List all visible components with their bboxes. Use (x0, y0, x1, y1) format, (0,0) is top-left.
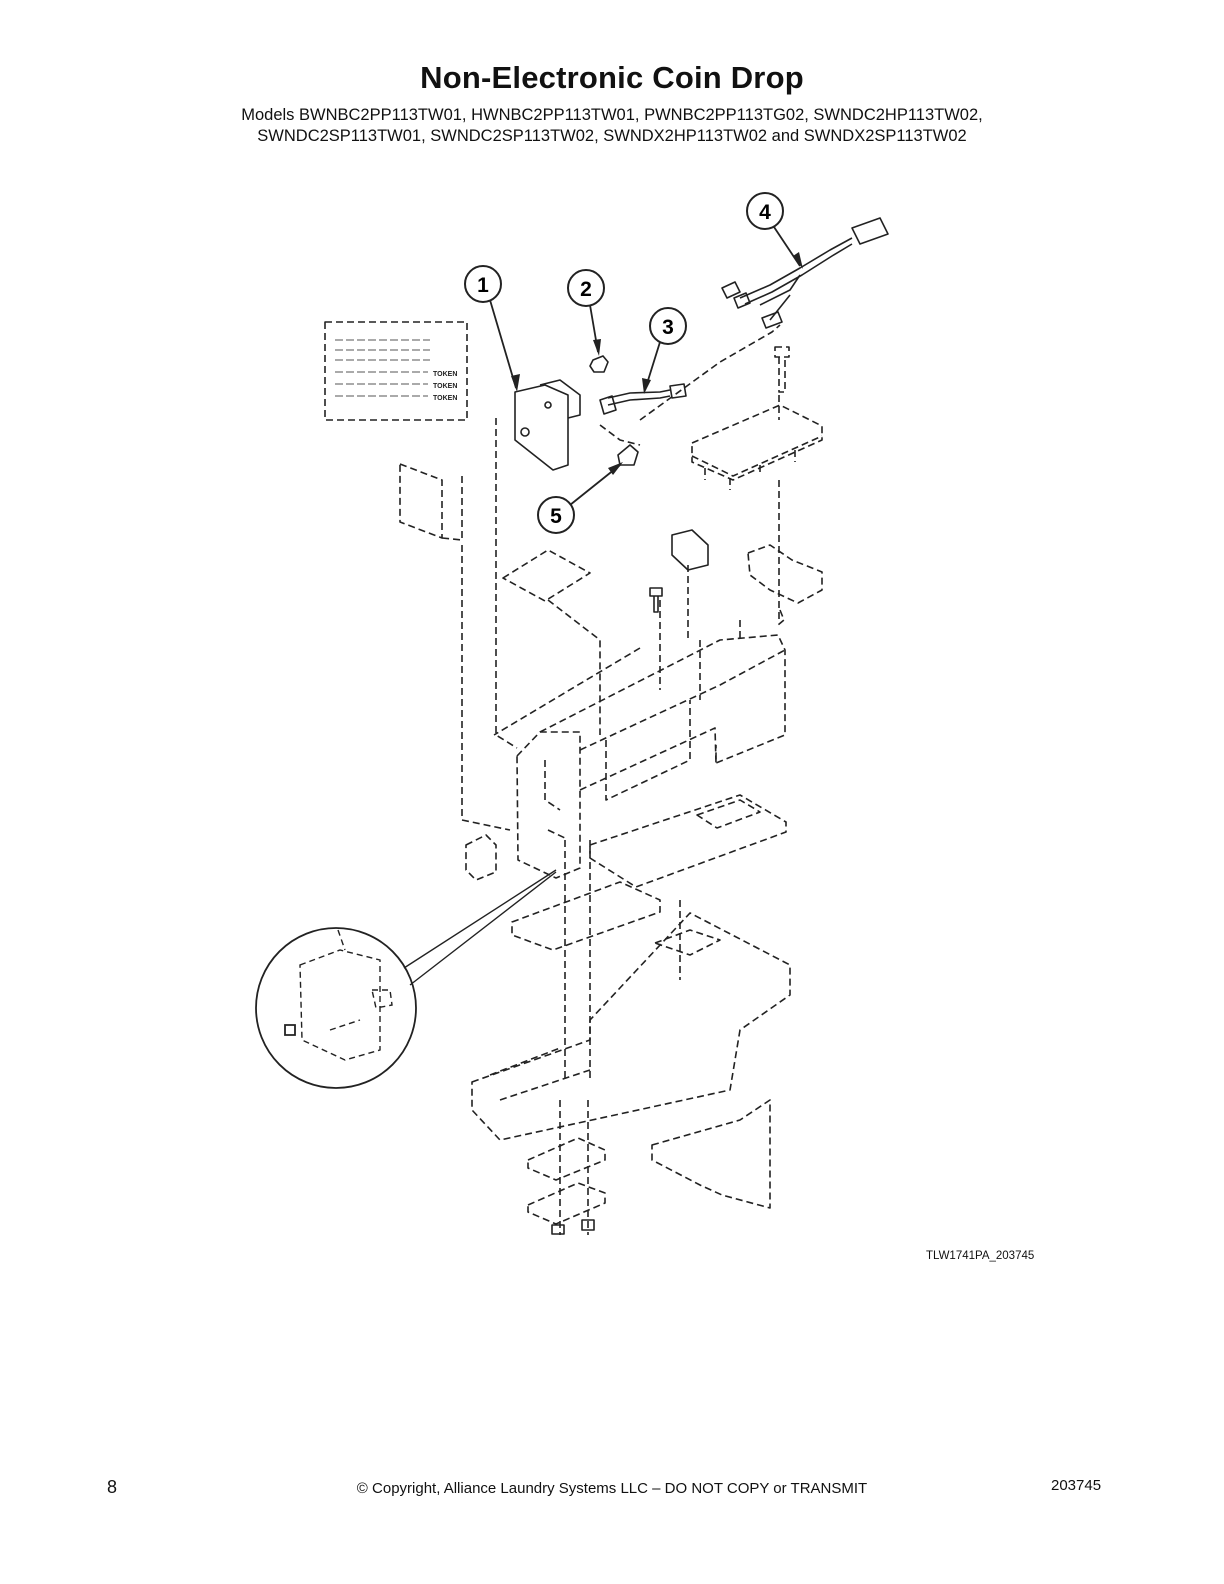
small-plate (502, 549, 591, 602)
page-number: 8 (107, 1477, 118, 1497)
token-label-1: TOKEN (433, 371, 457, 378)
part-4-wire-harness (739, 237, 853, 305)
page-title: Non-Electronic Coin Drop (420, 60, 804, 95)
top-cover-plate (691, 404, 823, 481)
models-list: Models BWNBC2PP113TW01, HWNBC2PP113TW01,… (0, 105, 1224, 147)
models-line-1: Models BWNBC2PP113TW01, HWNBC2PP113TW01,… (241, 106, 983, 124)
top-bolt (774, 346, 790, 393)
token-labels: TOKEN TOKEN TOKEN (433, 371, 457, 402)
lower-front-panel (651, 1099, 771, 1209)
copyright-notice: © Copyright, Alliance Laundry Systems LL… (356, 1480, 868, 1497)
housing-screw (649, 587, 663, 613)
part-5-clip (617, 444, 639, 466)
callout-5-number: 5 (550, 505, 562, 528)
lower-switch (465, 834, 497, 881)
callouts: 1 2 3 4 5 (464, 192, 803, 534)
upper-switch (671, 529, 709, 571)
machine-top-panel (471, 912, 791, 1141)
models-line-2: SWNDC2SP113TW01, SWNDC2SP113TW02, SWNDX2… (257, 127, 967, 145)
callout-4-number: 4 (759, 201, 771, 224)
document-number: 203745 (1051, 1477, 1102, 1494)
callout-2: 2 (567, 269, 605, 356)
bottom-bracket-1 (527, 1137, 606, 1181)
detail-view (255, 869, 557, 1089)
callout-3: 3 (642, 307, 687, 394)
token-label-3: TOKEN (433, 395, 457, 402)
callout-2-number: 2 (580, 278, 592, 301)
part-1-coin-mechanism (514, 384, 569, 471)
coin-drop-housing (516, 731, 581, 879)
bottom-bracket-2 (527, 1182, 606, 1225)
mounting-plate (511, 881, 661, 951)
right-bracket (747, 544, 823, 604)
bottom-screws (551, 1219, 595, 1235)
token-label-2: TOKEN (433, 383, 457, 390)
part-3-wire-harness (607, 389, 671, 406)
callout-5: 5 (537, 462, 623, 534)
callout-3-number: 3 (662, 316, 674, 339)
detail-circle (255, 927, 417, 1089)
left-side-panel (399, 463, 443, 539)
figure-id: TLW1741PA_203745 (926, 1250, 1035, 1262)
callout-1: 1 (464, 265, 520, 392)
base-plate (589, 794, 787, 888)
token-decal-lines (335, 339, 430, 397)
part-2-nut (589, 355, 609, 373)
callout-1-number: 1 (477, 274, 489, 297)
token-label-decal (324, 321, 468, 421)
callout-4: 4 (746, 192, 803, 269)
